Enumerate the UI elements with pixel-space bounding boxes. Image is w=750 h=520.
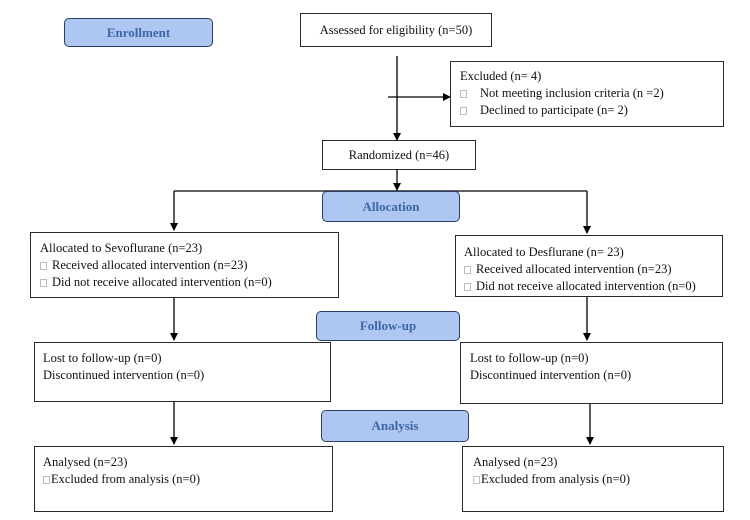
right-analysis-box: Analysed (n=23) Excluded from analysis (… [462, 446, 724, 512]
bullet-icon [473, 475, 480, 484]
left-lost-text: Lost to follow-up (n=0) [43, 351, 162, 365]
bullet-icon [43, 475, 50, 484]
right-discontinued-text: Discontinued intervention (n=0) [470, 368, 632, 382]
excluded-title: Excluded (n= 4) [460, 69, 542, 83]
left-allocated-title: Allocated to Sevoflurane (n=23) [40, 241, 203, 255]
left-analysis-item: Excluded from analysis (n=0) [43, 471, 332, 488]
right-followup-box: Lost to follow-up (n=0) Discontinued int… [460, 342, 723, 404]
enrollment-stage-label: Enrollment [64, 18, 213, 47]
bullet-icon [40, 261, 47, 270]
excluded-item-text: Not meeting inclusion criteria (n =2) [480, 86, 664, 100]
analysis-stage-label: Analysis [321, 410, 469, 442]
left-allocated-item: Received allocated intervention (n=23) [40, 257, 338, 274]
right-analysed-text: Analysed (n=23) [473, 455, 558, 469]
right-allocated-item-text: Did not receive allocated intervention (… [476, 279, 696, 293]
excluded-box: Excluded (n= 4) Not meeting inclusion cr… [450, 61, 724, 127]
bullet-icon [464, 265, 471, 274]
randomized-box: Randomized (n=46) [322, 140, 476, 170]
right-allocated-item: Received allocated intervention (n=23) [464, 261, 722, 278]
left-excluded-analysis-text: Excluded from analysis (n=0) [51, 472, 201, 486]
right-allocated-box: Allocated to Desflurane (n= 23) Received… [455, 235, 723, 297]
followup-stage-label: Follow-up [316, 311, 460, 341]
excluded-item-text: Declined to participate (n= 2) [480, 103, 628, 117]
right-lost-text: Lost to follow-up (n=0) [470, 351, 589, 365]
allocation-stage-label: Allocation [322, 191, 460, 222]
bullet-icon [460, 89, 467, 98]
right-excluded-analysis-text: Excluded from analysis (n=0) [481, 472, 631, 486]
bullet-icon [40, 278, 47, 287]
left-followup-box: Lost to follow-up (n=0) Discontinued int… [34, 342, 331, 402]
left-allocated-box: Allocated to Sevoflurane (n=23) Received… [30, 232, 339, 298]
right-allocated-title: Allocated to Desflurane (n= 23) [464, 245, 624, 259]
bullet-icon [460, 106, 467, 115]
left-allocated-item: Did not receive allocated intervention (… [40, 274, 338, 291]
left-allocated-item-text: Did not receive allocated intervention (… [52, 275, 272, 289]
left-allocated-item-text: Received allocated intervention (n=23) [52, 258, 248, 272]
right-allocated-item-text: Received allocated intervention (n=23) [476, 262, 672, 276]
assessed-text: Assessed for eligibility (n=50) [319, 22, 473, 37]
left-analysed-text: Analysed (n=23) [43, 455, 128, 469]
assessed-box: Assessed for eligibility (n=50) [300, 13, 492, 47]
bullet-icon [464, 282, 471, 291]
right-analysis-item: Excluded from analysis (n=0) [473, 471, 723, 488]
left-discontinued-text: Discontinued intervention (n=0) [43, 368, 205, 382]
excluded-item: Declined to participate (n= 2) [460, 102, 723, 119]
excluded-item: Not meeting inclusion criteria (n =2) [460, 85, 723, 102]
left-analysis-box: Analysed (n=23) Excluded from analysis (… [34, 446, 333, 512]
randomized-text: Randomized (n=46) [348, 147, 450, 162]
right-allocated-item: Did not receive allocated intervention (… [464, 278, 722, 295]
